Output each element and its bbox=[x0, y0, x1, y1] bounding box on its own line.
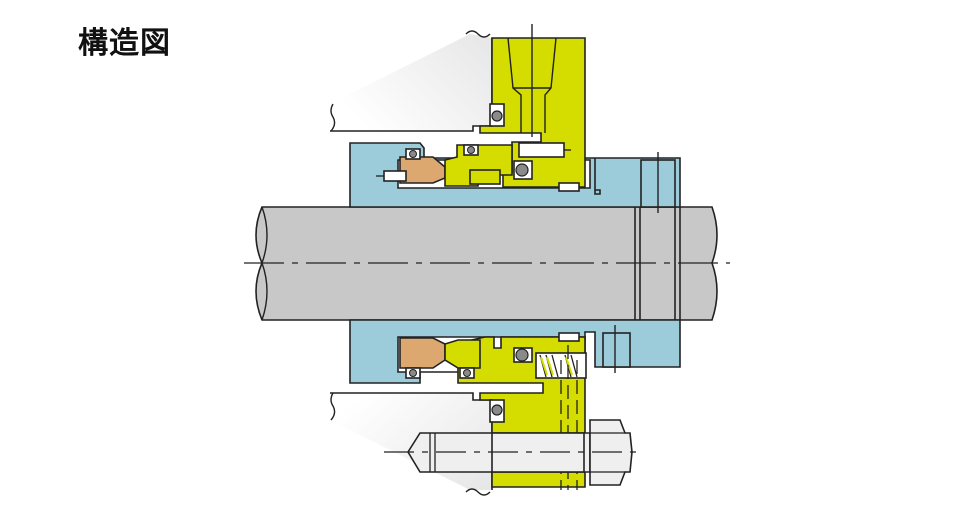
o-ring bbox=[463, 369, 471, 377]
shaft bbox=[244, 206, 730, 321]
o-ring bbox=[467, 146, 475, 154]
carbon-ring bbox=[399, 337, 446, 369]
gland-bolt bbox=[384, 419, 642, 486]
seal-ring-bottom bbox=[399, 337, 481, 379]
stationary-seat bbox=[444, 339, 481, 369]
drive-pin bbox=[383, 170, 407, 182]
o-ring bbox=[515, 163, 529, 177]
page-title: 構造図 bbox=[78, 26, 171, 61]
o-ring bbox=[409, 369, 417, 377]
set-screw-bottom bbox=[602, 332, 631, 368]
set-screw-groove bbox=[634, 207, 681, 320]
housing-top bbox=[330, 30, 493, 132]
anti-rotation-pin bbox=[518, 142, 565, 158]
seal-ring-top bbox=[376, 144, 513, 187]
o-ring bbox=[491, 404, 503, 416]
o-ring bbox=[491, 110, 503, 122]
o-ring bbox=[515, 348, 529, 362]
o-ring bbox=[409, 150, 417, 158]
stationary-seat bbox=[444, 144, 513, 187]
gland-top bbox=[479, 24, 586, 192]
